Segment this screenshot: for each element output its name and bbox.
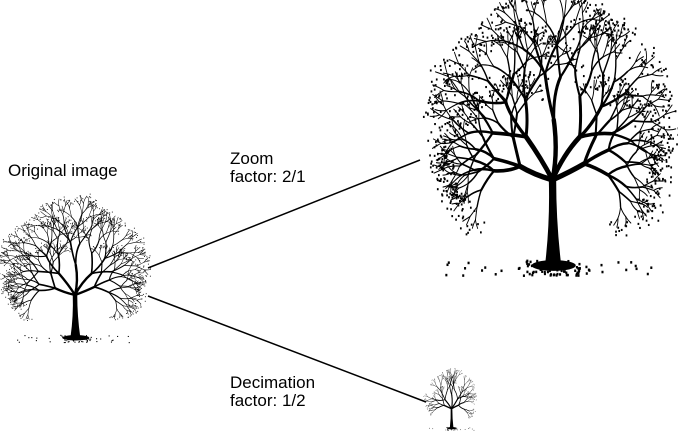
decimation-label-line1: Decimation [230, 373, 316, 392]
tree-ground-shadow [429, 426, 475, 431]
original-tree-image [0, 193, 151, 344]
original-image-label: Original image [8, 162, 118, 180]
decimation-label-line2: factor: 1/2 [230, 391, 306, 410]
decimation-factor-label: Decimation factor: 1/2 [230, 374, 315, 410]
zoom-label-line1: Zoom [230, 149, 274, 168]
tree-branches [424, 368, 476, 428]
original-image-label-text: Original image [8, 161, 118, 180]
decimation-connector-line [147, 295, 427, 403]
tree-ground-shadow [17, 334, 130, 344]
tree-speckles [423, 368, 477, 419]
tree-branches [0, 195, 151, 337]
tree-branches [429, 0, 677, 264]
zoom-connector-line [147, 159, 421, 269]
zoom-label-line2: factor: 2/1 [230, 167, 306, 186]
tree-speckles [0, 193, 151, 321]
zoomed-tree-image [422, 0, 678, 277]
tree-ground-shadow [445, 259, 653, 277]
zoom-factor-label: Zoom factor: 2/1 [230, 150, 306, 186]
tree-speckles [422, 0, 678, 237]
decimated-tree-image [423, 368, 477, 431]
